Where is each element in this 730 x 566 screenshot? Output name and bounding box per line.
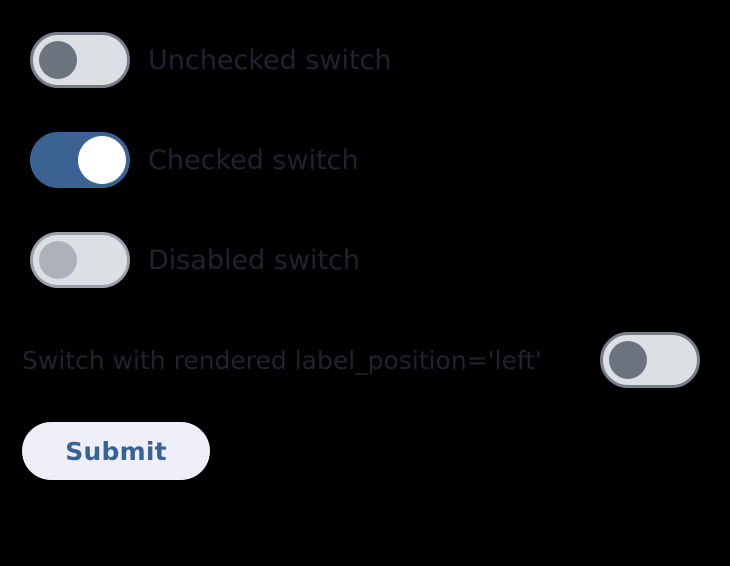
submit-button[interactable]: Submit [22, 422, 210, 480]
unchecked-switch-label: Unchecked switch [148, 44, 392, 76]
switch-row-unchecked: Unchecked switch [30, 32, 392, 88]
disabled-switch [30, 232, 130, 288]
unchecked-switch[interactable] [30, 32, 130, 88]
checked-switch[interactable] [30, 132, 130, 188]
switch-thumb-icon [609, 341, 647, 379]
switch-row-left-label: Switch with rendered label_position='lef… [22, 332, 700, 388]
disabled-switch-label: Disabled switch [148, 244, 361, 276]
left-label-switch[interactable] [600, 332, 700, 388]
checked-switch-label: Checked switch [148, 144, 359, 176]
switch-thumb-icon [78, 136, 126, 184]
switch-row-disabled: Disabled switch [30, 232, 360, 288]
switch-thumb-icon [39, 241, 77, 279]
left-label-switch-label: Switch with rendered label_position='lef… [22, 345, 542, 375]
switch-row-checked: Checked switch [30, 132, 359, 188]
switch-thumb-icon [39, 41, 77, 79]
